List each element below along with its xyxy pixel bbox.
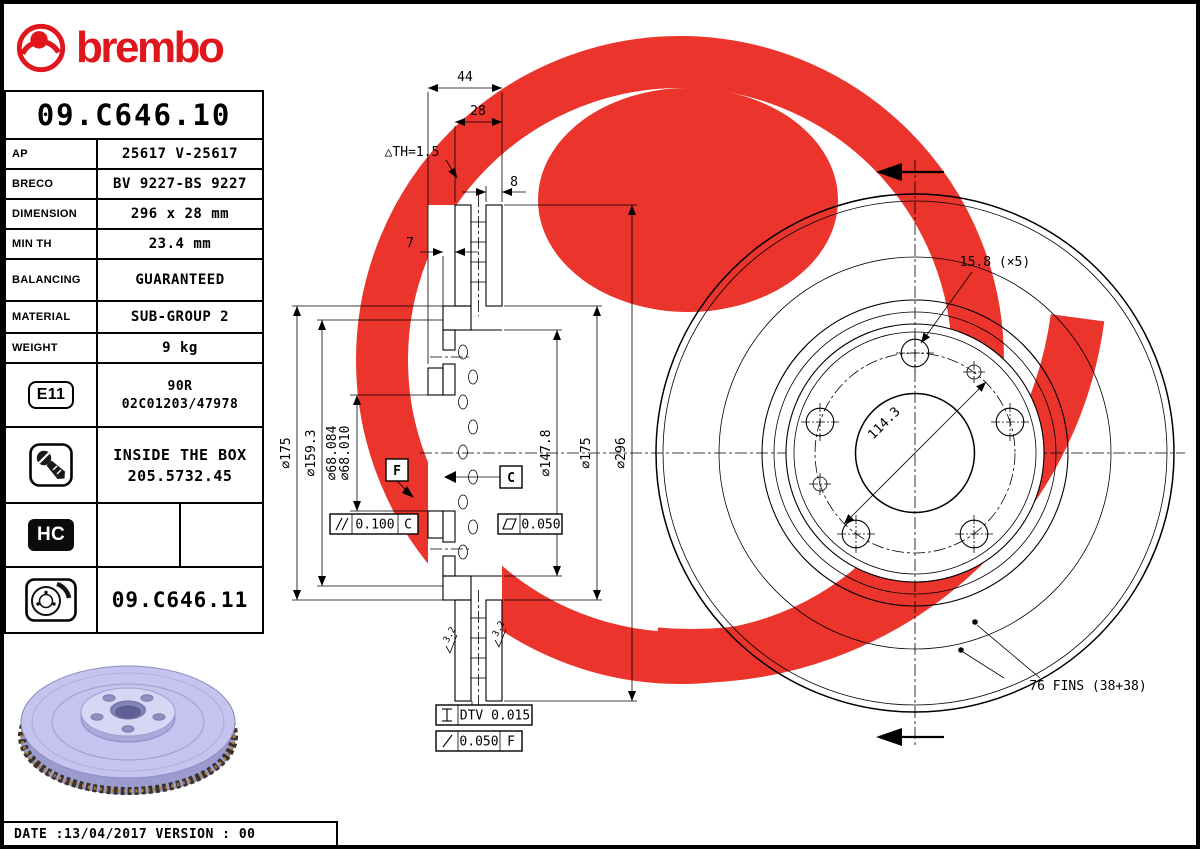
- hc-badge-icon: HC: [28, 519, 74, 551]
- spec-label: BRECO: [6, 170, 98, 198]
- spec-row-balancing: BALANCING GUARANTEED: [6, 260, 262, 302]
- inside-the-box-row: INSIDE THE BOX 205.5732.45: [6, 428, 262, 504]
- watermark-swoosh: [274, 4, 1108, 683]
- svg-text:F: F: [393, 464, 401, 479]
- alt-part-row: 09.C646.11: [6, 568, 262, 632]
- datum-f: F: [385, 458, 414, 498]
- svg-text:DTV 0.015: DTV 0.015: [460, 709, 530, 724]
- inside-the-box-label: INSIDE THE BOX: [113, 445, 247, 464]
- svg-text:C: C: [507, 471, 515, 486]
- vent-fin-ticks: [471, 221, 486, 679]
- dia-68-hi: ⌀68.084: [325, 425, 340, 480]
- spec-label: AP: [6, 140, 98, 168]
- spec-row-dimension: DIMENSION 296 x 28 mm: [6, 200, 262, 230]
- flatness-frame: 0.050: [497, 513, 563, 535]
- technical-drawing: 44 28 △TH=1.5 8 7: [279, 70, 1185, 752]
- spec-value: BV 9227-BS 9227: [113, 176, 247, 192]
- spec-label: DIMENSION: [6, 200, 98, 228]
- dia-296: ⌀296: [614, 437, 629, 468]
- hc-empty-cell: [98, 504, 181, 566]
- dim-8: 8: [510, 175, 518, 190]
- spec-row-ap: AP 25617 V-25617: [6, 140, 262, 170]
- spec-label: MATERIAL: [6, 302, 98, 332]
- section-cut-arrows: [876, 163, 944, 746]
- runout-frame: 0.050 F: [435, 730, 523, 752]
- screw-kit-number: 205.5732.45: [127, 466, 233, 485]
- date-version-text: DATE :13/04/2017 VERSION : 00: [14, 826, 256, 842]
- title-block-footer: DATE :13/04/2017 VERSION : 00: [4, 821, 338, 845]
- spec-label: WEIGHT: [6, 334, 98, 362]
- screw-icon: [29, 443, 73, 487]
- svg-text:0.050: 0.050: [459, 735, 498, 750]
- svg-text:C: C: [404, 518, 412, 533]
- dia-175-right: ⌀175: [579, 437, 594, 468]
- spec-row-weight: WEIGHT 9 kg: [6, 334, 262, 364]
- section-dimensions: 44 28 △TH=1.5 8 7: [279, 70, 637, 702]
- bolt-hole-centermarks: [801, 334, 1029, 553]
- dia-159-3: ⌀159.3: [304, 430, 319, 477]
- dtv-frame: DTV 0.015: [435, 704, 533, 726]
- part-number: 09.C646.10: [36, 98, 232, 132]
- homologation-number: 02C01203/47978: [121, 396, 239, 412]
- dia-175-left: ⌀175: [279, 437, 294, 468]
- spec-row-breco: BRECO BV 9227-BS 9227: [6, 170, 262, 200]
- spec-panel: brembo 09.C646.10 AP 25617 V-25617 BRECO…: [4, 4, 264, 845]
- spec-row-material: MATERIAL SUB-GROUP 2: [6, 302, 262, 334]
- alt-part-number: 09.C646.11: [111, 588, 249, 612]
- braking-band-inner-edge: [761, 299, 1069, 607]
- svg-text:0.050: 0.050: [521, 518, 560, 533]
- th-note: △TH=1.5: [385, 145, 440, 160]
- dia-147-8: ⌀147.8: [539, 430, 554, 477]
- spec-value: 23.4 mm: [148, 236, 212, 252]
- part-number-row: 09.C646.10: [6, 92, 262, 140]
- dim-overall-width: 44: [457, 70, 473, 85]
- bolt-hole-label: 15.8 (×5): [960, 255, 1030, 270]
- spec-value: SUB-GROUP 2: [130, 309, 230, 325]
- brake-disc-photo: [18, 665, 238, 795]
- dim-7: 7: [406, 236, 414, 251]
- disc-variant-icon: [25, 578, 77, 622]
- spec-row-min-th: MIN TH 23.4 mm: [6, 230, 262, 260]
- fins-label: 76 FINS (38+38): [1029, 679, 1146, 694]
- hat-outer-edge: [785, 323, 1045, 583]
- dim-band-thickness: 28: [470, 104, 486, 119]
- spec-table: 09.C646.10 AP 25617 V-25617 BRECO BV 922…: [4, 90, 264, 634]
- section-material: [427, 204, 503, 702]
- hc-row: HC: [6, 504, 262, 568]
- svg-text:F: F: [507, 735, 515, 750]
- datum-c: C: [444, 465, 523, 489]
- set-screw-holes: [812, 364, 982, 492]
- spec-label: BALANCING: [6, 260, 98, 300]
- spec-value: 9 kg: [162, 340, 198, 356]
- spec-value: 296 x 28 mm: [130, 206, 230, 222]
- spec-label: MIN TH: [6, 230, 98, 258]
- homologation-row: E11 90R 02C01203/47978: [6, 364, 262, 428]
- homologation-class: 90R: [167, 378, 193, 394]
- spec-value: 25617 V-25617: [121, 146, 239, 162]
- brembo-roundel-icon: [16, 23, 66, 73]
- brembo-logo: brembo: [4, 4, 264, 80]
- dia-68-lo: ⌀68.010: [338, 426, 353, 481]
- front-view: 114.3 15.8 (×5) 76 FINS (38+38): [655, 160, 1175, 746]
- svg-text:0.100: 0.100: [355, 518, 394, 533]
- spec-value: GUARANTEED: [135, 272, 225, 288]
- hc-empty-cell: [181, 504, 262, 566]
- disc-outer-edge: [655, 193, 1175, 713]
- watermark-blob: [538, 88, 838, 312]
- cross-section-view: 44 28 △TH=1.5 8 7: [279, 70, 1185, 752]
- brembo-wordmark: brembo: [76, 23, 225, 72]
- parallelism-frame: 0.100 C: [329, 513, 419, 535]
- e11-badge-icon: E11: [27, 381, 75, 409]
